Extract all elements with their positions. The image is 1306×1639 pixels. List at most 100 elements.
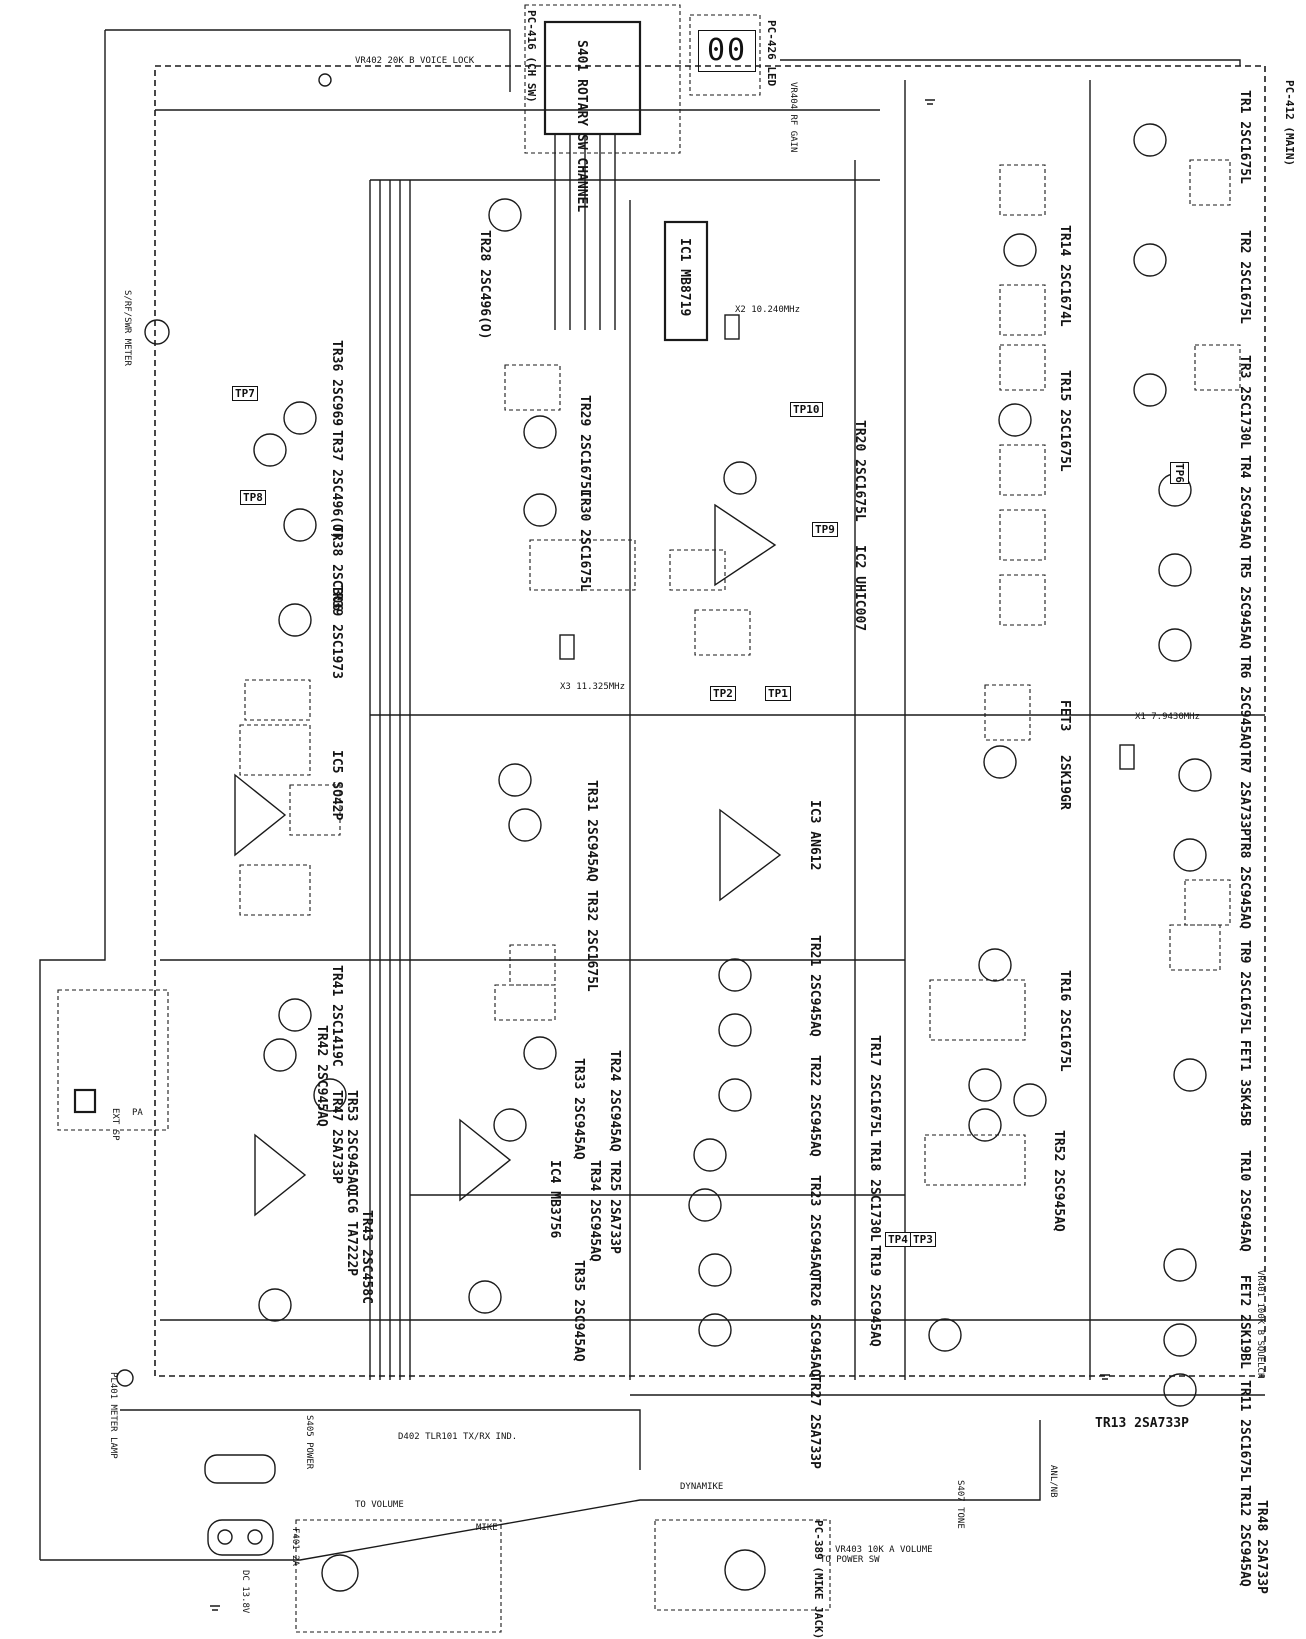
tr-left-5: TR41 2SC1419C xyxy=(329,965,344,1067)
coil-l30 xyxy=(999,344,1046,391)
test-point-tp7: TP7 xyxy=(232,386,258,401)
ic3-symbol xyxy=(719,808,782,902)
test-point-tp6: TP6 xyxy=(1170,462,1189,484)
tr-left-1: TR37 2SC496(O) xyxy=(329,430,344,540)
tr2-symbol xyxy=(1133,243,1167,277)
lamp-circle xyxy=(116,1369,134,1387)
ic1-label: IC1 MB8719 xyxy=(677,238,692,317)
tr-center-21: TR35 2SC945AQ xyxy=(571,1260,586,1362)
tr25-symbol xyxy=(688,1188,722,1222)
tr41-symbol xyxy=(278,998,312,1032)
dc-label: DC 13.8V xyxy=(240,1570,250,1614)
meter-circle xyxy=(144,319,170,345)
tr-left-8: TR53 2SC945AQ xyxy=(344,1090,359,1192)
tr14-symbol xyxy=(1003,233,1037,267)
coil-l17 xyxy=(504,364,561,411)
tr-right-0: TR1 2SC1675L xyxy=(1237,90,1252,184)
crystal-x3-body xyxy=(559,634,575,660)
tr42-symbol xyxy=(263,1038,297,1072)
tr-right-8: TR9 2SC1675L xyxy=(1237,940,1252,1034)
tr-center-20: TR34 2SC945AQ xyxy=(587,1160,602,1262)
tr23-symbol xyxy=(718,1078,752,1112)
tr-center-5: TR30 2SC1675L xyxy=(577,490,592,592)
tr-left-9: IC6 TA7222P xyxy=(344,1190,359,1277)
tr20-symbol xyxy=(723,461,757,495)
harness-right xyxy=(780,59,1241,66)
rotary-switch-label: S401 ROTARY SW CHANNEL xyxy=(574,40,589,213)
tr-midright-0: TR14 2SC1674L xyxy=(1057,225,1072,327)
tr32-symbol xyxy=(498,763,532,797)
tr37-symbol xyxy=(253,433,287,467)
tr-center-0: TR20 2SC1675L xyxy=(852,420,867,522)
tr1-symbol xyxy=(1133,123,1167,157)
mic-jack-board-outline xyxy=(654,1519,831,1611)
tr18-symbol xyxy=(968,1108,1002,1142)
tr-right-5: TR6 2SC945AQ xyxy=(1237,655,1252,749)
tr-midright-7: TR11 2SC1675L xyxy=(1237,1380,1252,1482)
tr-center-18: TR19 2SC945AQ xyxy=(867,1245,882,1347)
tr-center-3: TR28 2SC496(O) xyxy=(477,230,492,340)
tr-center-6: TR31 2SC945AQ xyxy=(584,780,599,882)
tr-center-15: TR27 2SA733P xyxy=(807,1375,822,1469)
crystal-x1-label: X1 7.9430MHz xyxy=(1135,712,1201,722)
tr-right-9: FET1 3SK45B xyxy=(1237,1040,1252,1127)
coil-l33 xyxy=(999,574,1046,626)
tr19-symbol xyxy=(928,1318,962,1352)
coil-l29 xyxy=(999,284,1046,336)
tone-label: S407 TONE xyxy=(955,1480,965,1529)
test-point-tp1: TP1 xyxy=(765,686,791,701)
tr5-symbol xyxy=(1158,553,1192,587)
tr-right-7: TR8 2SC945AQ xyxy=(1237,835,1252,929)
tr13-symbol xyxy=(1163,1373,1197,1407)
coil-l31 xyxy=(999,444,1046,496)
tr16-symbol xyxy=(978,948,1012,982)
channel-board-outline xyxy=(524,4,681,154)
tr-right-4: TR5 2SC945AQ xyxy=(1237,555,1252,649)
tr-left-6: TR42 2SC945AQ xyxy=(314,1025,329,1127)
power-label: S405 POWER xyxy=(304,1415,314,1470)
coil-l46 xyxy=(239,724,311,776)
anl-label: ANL/NB xyxy=(1048,1465,1058,1498)
coil-l27b xyxy=(924,1134,1026,1186)
coil-l27 xyxy=(494,984,556,1021)
rotary-switch-body xyxy=(543,20,642,136)
ground-3 xyxy=(210,1605,220,1611)
tr-center-8: IC3 AN612 xyxy=(807,800,822,871)
tr-center-1: IC2 UHIC007 xyxy=(852,545,867,632)
ic6-symbol xyxy=(254,1133,307,1217)
tr11-symbol xyxy=(1163,1248,1197,1282)
tr10-symbol xyxy=(1173,1058,1207,1092)
ic5-symbol xyxy=(234,773,287,857)
tr-right-3: TR4 2SC945AQ xyxy=(1237,455,1252,549)
tr-center-11: TR23 2SC945AQ xyxy=(807,1175,822,1277)
tr-left-7: TR47 2SA733P xyxy=(329,1090,344,1184)
coil-l32 xyxy=(999,509,1046,561)
power-connector xyxy=(204,1454,276,1484)
tr47-symbol xyxy=(313,1078,347,1112)
ic1-body xyxy=(663,220,709,342)
tr21-symbol xyxy=(718,958,752,992)
voice-lock-label: VR402 20K B VOICE LOCK xyxy=(355,56,475,66)
coil-l13 xyxy=(1184,879,1231,926)
test-point-tp2: TP2 xyxy=(710,686,736,701)
tr35-symbol xyxy=(468,1280,502,1314)
coil-l22 xyxy=(529,539,636,591)
test-point-tp9: TP9 xyxy=(812,522,838,537)
tr-left-3: TR39 2SC1973 xyxy=(329,585,344,679)
crystal-x2-label: X2 10.240MHz xyxy=(735,305,801,315)
tr28-symbol xyxy=(488,198,522,232)
tr-center-17: TR18 2SC1730L xyxy=(867,1140,882,1242)
coil-l19 xyxy=(669,549,726,591)
tr-midright-2: FET3 xyxy=(1057,700,1072,732)
tr-left-2: TR38 2SC306 xyxy=(329,525,344,612)
tr-center-14: TR26 2SC945AQ xyxy=(807,1275,822,1377)
dc-pin-2 xyxy=(247,1529,263,1545)
dc-connector xyxy=(207,1519,274,1556)
lamp-label: PL401 METER LAMP xyxy=(108,1372,118,1459)
tr-midright-6: FET2 2SK19BL xyxy=(1237,1275,1252,1369)
tr-left-0: TR36 2SC969 xyxy=(329,340,344,427)
dc-pin-1 xyxy=(217,1529,233,1545)
tr31-symbol xyxy=(508,808,542,842)
tr8-symbol xyxy=(1158,628,1192,662)
crystal-x2-body xyxy=(724,314,740,340)
